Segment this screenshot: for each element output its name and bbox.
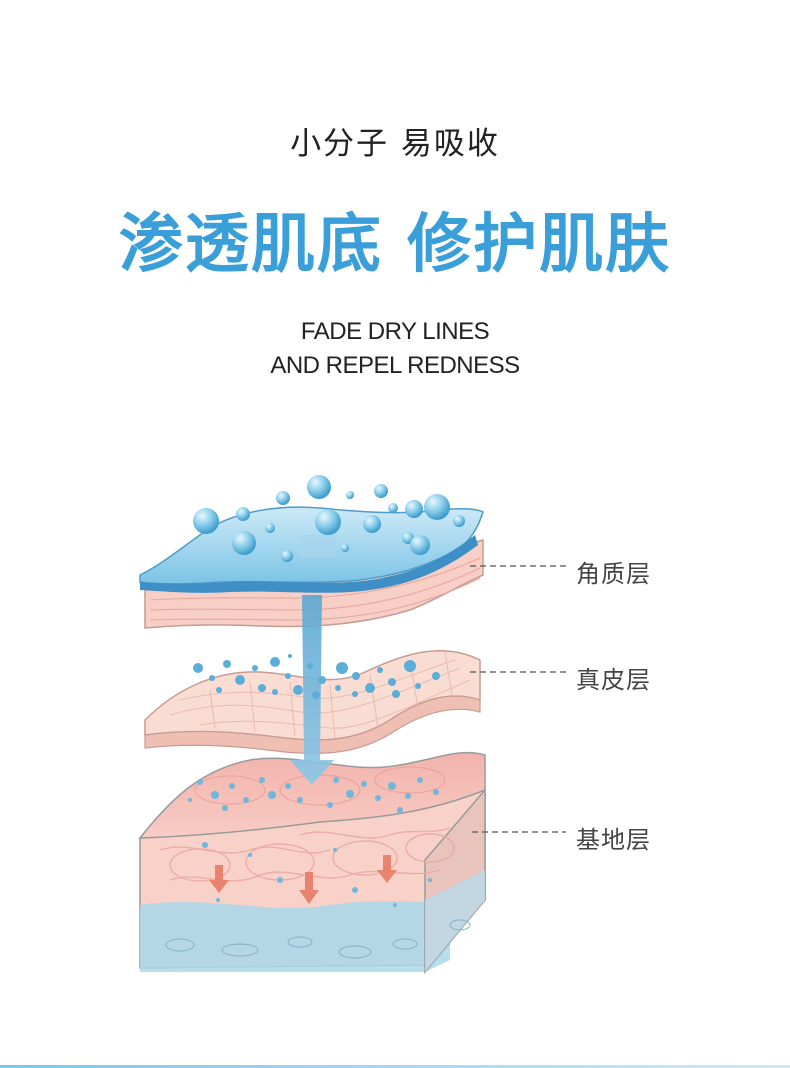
bottom-divider: [0, 1065, 790, 1068]
english-line-2: AND REPEL REDNESS: [270, 352, 520, 379]
corneum-layer: [139, 506, 484, 629]
dermis-bubbles: [193, 654, 440, 699]
base-bubbles: [188, 777, 439, 907]
label-dermis: 真皮层: [576, 666, 651, 694]
base-layer-block: [138, 751, 486, 975]
label-corneum: 角质层: [576, 560, 651, 588]
english-line-1: FADE DRY LINES: [300, 318, 490, 345]
water-bubbles: [193, 475, 465, 562]
subtitle: 小分子 易吸收: [290, 126, 500, 162]
label-basal: 基地层: [576, 826, 651, 854]
penetration-arrow: [290, 595, 334, 785]
headline: 渗透肌底 修护肌肤: [118, 208, 672, 282]
